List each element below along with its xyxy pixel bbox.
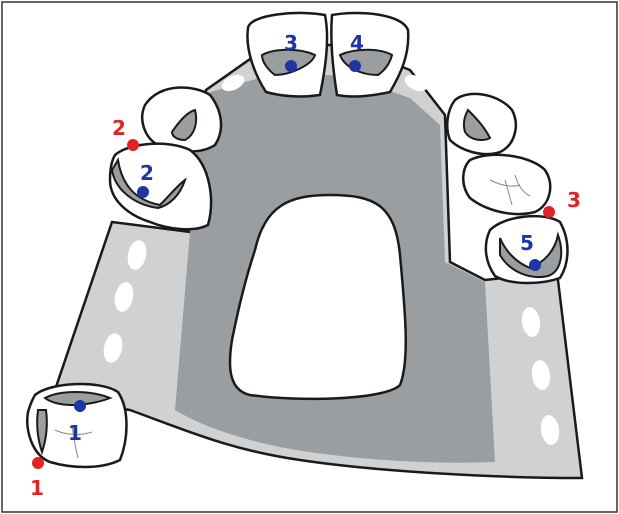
rest-marker-5 (529, 259, 541, 271)
terminal-marker-2 (127, 139, 139, 151)
rest-label-2: 2 (140, 161, 154, 185)
rest-marker-3 (285, 60, 297, 72)
rest-marker-2 (137, 186, 149, 198)
rest-label-3: 3 (284, 31, 298, 55)
terminal-label-1: 1 (30, 476, 44, 500)
rest-label-1: 1 (68, 421, 82, 445)
rest-marker-1 (74, 400, 86, 412)
rest-label-4: 4 (350, 31, 364, 55)
terminal-marker-1 (32, 457, 44, 469)
terminal-label-3: 3 (567, 188, 581, 212)
terminal-label-2: 2 (112, 116, 126, 140)
terminal-marker-3 (543, 206, 555, 218)
rest-marker-4 (349, 60, 361, 72)
rest-label-5: 5 (520, 231, 534, 255)
